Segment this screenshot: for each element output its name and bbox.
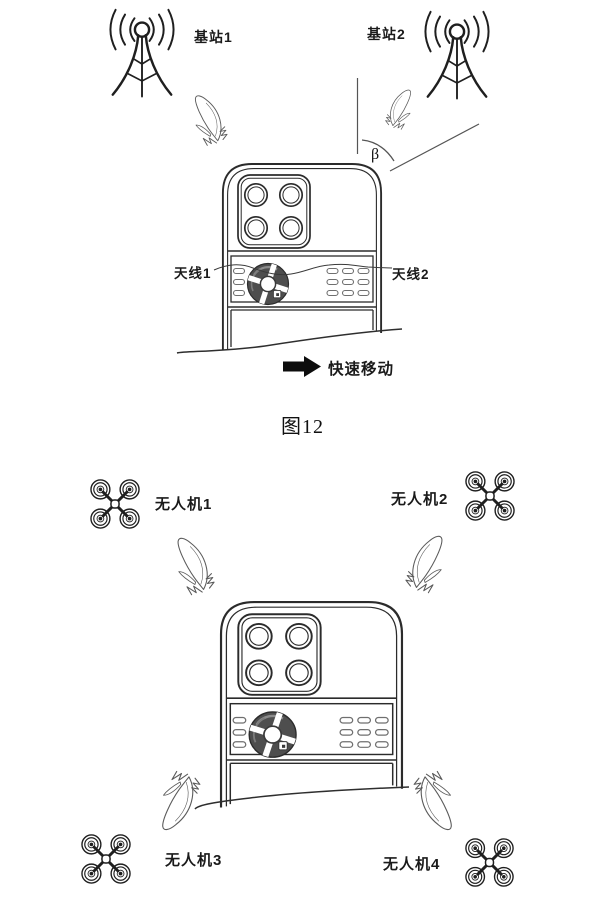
drone-2-label: 无人机2 xyxy=(391,491,449,508)
figure-12: 基站1 基站2 天线1 天线2 β 快速移动 图12 xyxy=(0,0,602,440)
antenna-2-label: 天线2 xyxy=(392,267,430,282)
angle-arc xyxy=(361,139,395,162)
antenna-1-label: 天线1 xyxy=(174,266,212,281)
diagonal-reference-line xyxy=(389,123,480,172)
base-station-2-label: 基站2 xyxy=(367,26,406,42)
ground-line-bottom xyxy=(194,786,410,810)
angle-beta-label: β xyxy=(371,146,380,163)
figure-drones: 无人机1 无人机2 无人机3 无人机4 xyxy=(0,440,602,907)
base-station-1-label: 基站1 xyxy=(194,29,233,45)
fast-move-label: 快速移动 xyxy=(328,361,395,378)
fast-move-arrow-icon xyxy=(283,356,321,377)
drone-4-label: 无人机4 xyxy=(383,856,441,873)
ground-line-top xyxy=(176,328,403,354)
drone-3-label: 无人机3 xyxy=(165,852,223,869)
antenna-leader-line xyxy=(213,263,393,276)
figure-caption: 图12 xyxy=(281,416,324,438)
drone-1-label: 无人机1 xyxy=(155,496,213,513)
